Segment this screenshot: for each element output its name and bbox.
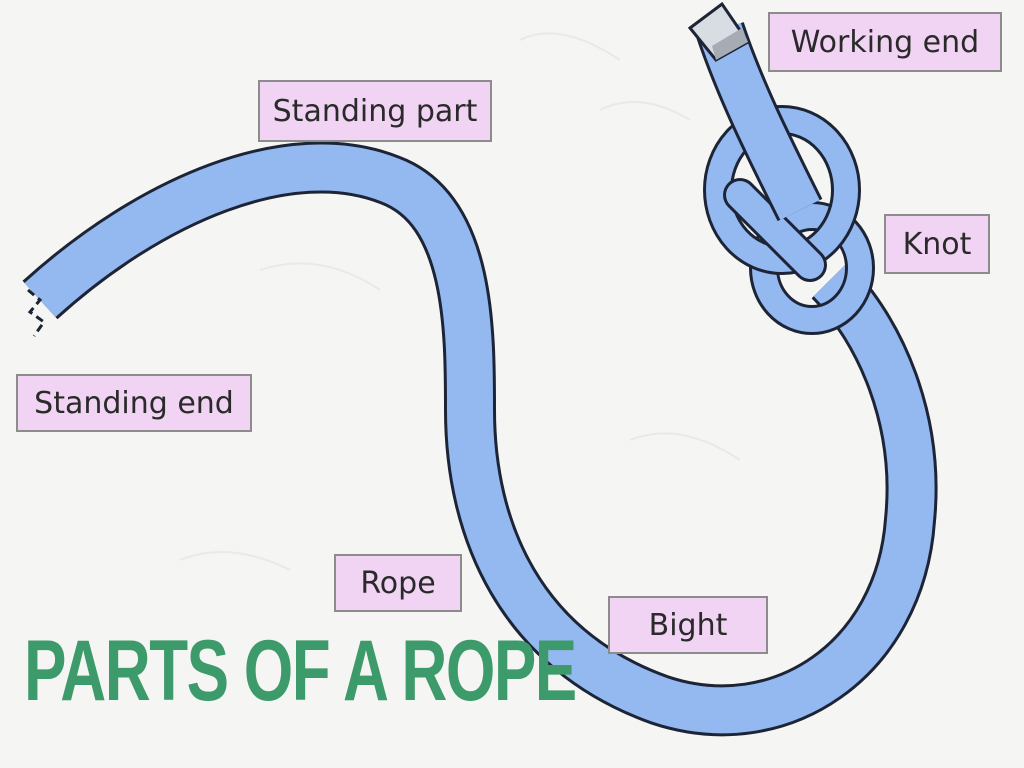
page-title: PARTS OF A ROPE [24, 623, 577, 719]
working-end-strand [687, 1, 823, 222]
label-working-end: Working end [768, 12, 1002, 72]
frayed-standing-end [27, 288, 47, 337]
label-rope: Rope [334, 554, 462, 612]
label-knot: Knot [884, 214, 990, 274]
label-standing-end: Standing end [16, 374, 252, 432]
label-bight: Bight [608, 596, 768, 654]
background-texture [179, 32, 741, 571]
label-standing-part: Standing part [258, 80, 492, 142]
rope-body [22, 141, 938, 737]
